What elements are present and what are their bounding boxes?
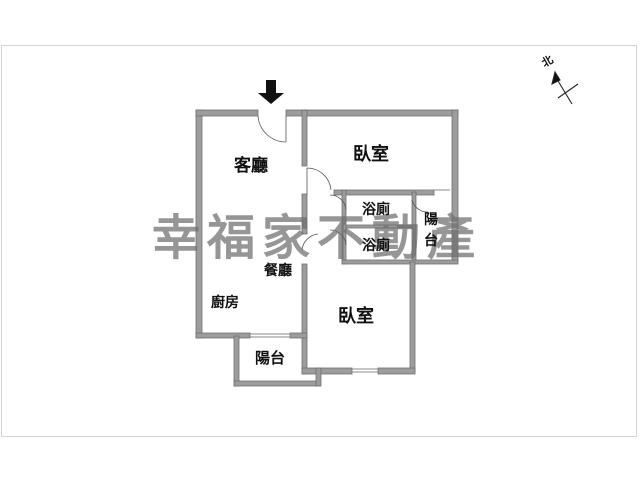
room-label-kitchen: 廚房 [211,295,239,311]
wall [345,224,413,229]
wall [301,263,308,375]
wall [285,109,459,117]
wall [409,261,416,373]
agency-watermark: 幸福家不動產 [152,210,483,266]
wall [289,332,308,339]
room-label-bedroom-2: 臥室 [338,306,374,327]
wall [301,109,308,167]
wall [195,332,251,339]
room-label-bedroom-1: 臥室 [353,144,389,165]
wall [301,367,353,375]
room-label-bathroom-2: 浴廁 [362,238,390,254]
wall [377,367,416,375]
room-label-living-room: 客廳 [234,156,268,176]
wall [233,335,240,387]
room-label-dining-room: 餐廳 [264,263,292,279]
wall [333,189,435,196]
room-label-bathroom-1: 浴廁 [362,202,390,218]
wall [301,193,308,235]
wall [233,380,321,387]
room-label-balcony-south: 陽台 [255,349,286,367]
plan-frame [1,45,637,437]
wall [315,367,322,387]
north-compass-icon [551,70,579,105]
wall [341,259,459,265]
entrance-arrow-icon [258,80,284,104]
room-label-balcony-east: 陽台 [424,212,438,249]
wall [195,109,259,117]
